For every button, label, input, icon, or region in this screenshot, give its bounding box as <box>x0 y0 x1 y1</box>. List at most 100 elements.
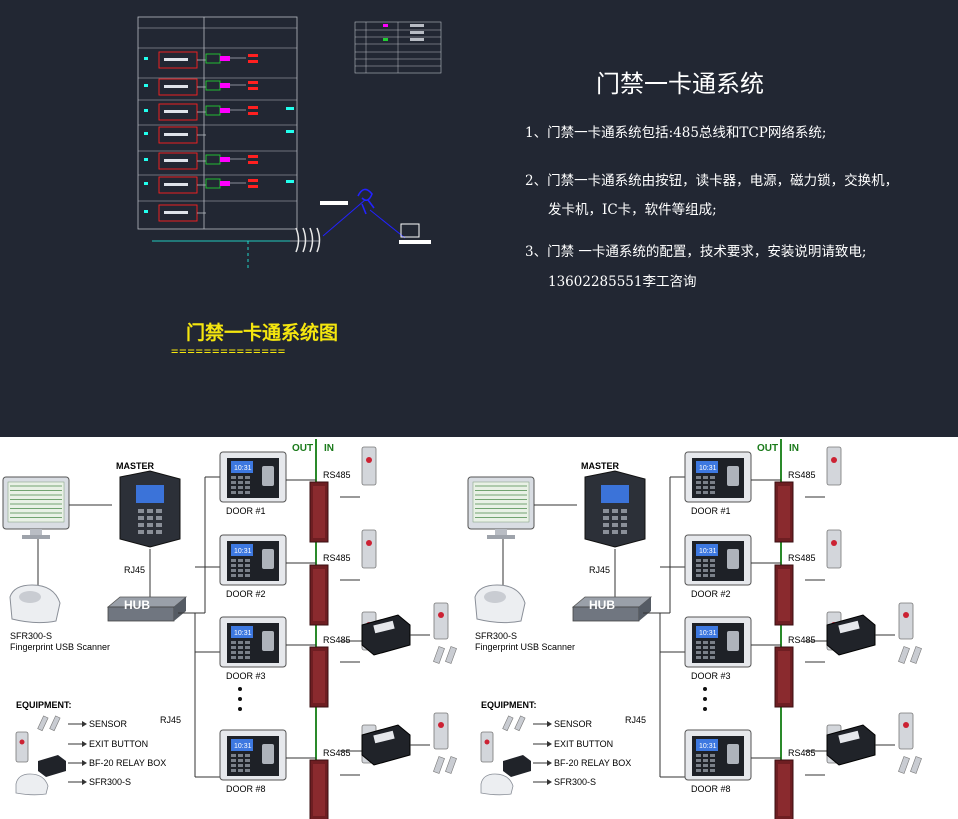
door-keypad-key <box>710 641 715 644</box>
door-keypad-key <box>703 564 708 567</box>
lock-block <box>248 81 258 84</box>
door-leaf-panel <box>313 486 325 538</box>
door-label: DOOR #2 <box>226 589 266 599</box>
door-keypad-key <box>703 764 708 767</box>
rs485-label: RS485 <box>788 635 816 645</box>
door-keypad-key <box>703 486 708 489</box>
legend-arrow-head <box>547 721 552 727</box>
equipment-item-label: BF-20 RELAY BOX <box>89 758 166 768</box>
door-keypad-key <box>231 564 236 567</box>
door-keypad-key <box>245 574 250 577</box>
door-terminal-screen <box>231 461 253 473</box>
door-keypad-key <box>238 764 243 767</box>
door-label: DOOR #3 <box>226 671 266 681</box>
legend-arrow-head <box>547 760 552 766</box>
door-keypad-key <box>696 486 701 489</box>
rj45-label-bottom: RJ45 <box>160 715 181 725</box>
master-label: MASTER <box>581 461 620 471</box>
door-keypad-key <box>710 656 715 659</box>
door-terminal: 10:31 <box>684 729 752 781</box>
network-wire <box>369 209 406 239</box>
door-leaf-panel <box>778 569 790 621</box>
door-screen-time: 10:31 <box>699 465 717 472</box>
door-keypad-key <box>231 641 236 644</box>
door-screen-time: 10:31 <box>699 630 717 637</box>
door-terminal-screen <box>696 461 718 473</box>
reader-block <box>220 157 230 162</box>
schematic-bus <box>152 188 431 268</box>
legend-swatch <box>383 24 388 27</box>
cabinet-frame <box>137 16 298 230</box>
door-keypad-key <box>710 769 715 772</box>
bus-in-label: IN <box>789 443 799 454</box>
controller-body <box>164 159 188 162</box>
terminal-marker <box>144 84 148 87</box>
legend-arrow-head <box>82 779 87 785</box>
scanner-model-label: SFR300-S <box>475 631 517 641</box>
door-keypad-key <box>696 481 701 484</box>
door-keypad-key <box>231 569 236 572</box>
relay-block <box>205 154 221 165</box>
door-keypad-key <box>710 646 715 649</box>
door-keypad-key <box>696 764 701 767</box>
door-keypad-key <box>696 754 701 757</box>
fingerprint-sensor <box>262 466 274 486</box>
door-keypad-key <box>231 476 236 479</box>
door-screen-time: 10:31 <box>699 743 717 750</box>
scanner-description-label: Fingerprint USB Scanner <box>475 642 575 652</box>
door-label: DOOR #3 <box>691 671 731 681</box>
terminal-marker <box>144 132 148 135</box>
door-keypad-key <box>245 764 250 767</box>
legend-arrow-head <box>82 741 87 747</box>
schematic-cabinet <box>137 16 298 230</box>
legend-text-line <box>410 31 424 34</box>
exit-button-icon <box>361 529 377 569</box>
door-keypad-key <box>231 486 236 489</box>
controller-body <box>164 58 188 61</box>
door-keypad-key <box>238 769 243 772</box>
door-keypad-key <box>703 759 708 762</box>
door-terminal-screen <box>231 739 253 751</box>
door-keypad-key <box>703 641 708 644</box>
reader-block <box>220 56 230 61</box>
door-keypad-key <box>710 764 715 767</box>
door-keypad-key <box>238 656 243 659</box>
door-keypad-key <box>696 656 701 659</box>
door-leaf-panel <box>778 651 790 703</box>
network-hub-icon <box>571 596 653 622</box>
sensor-icon <box>37 715 61 732</box>
cad-schematic-drawing <box>137 16 442 268</box>
sensor-icon <box>502 715 526 732</box>
door-sensor-icon <box>898 756 922 774</box>
door-keypad-key <box>703 646 708 649</box>
legend-table <box>354 21 442 74</box>
door-terminal: 10:31 <box>219 616 287 668</box>
info-line-3-cont: 13602285551李工咨询 <box>548 274 697 290</box>
door-leaf-panel <box>313 651 325 703</box>
controller-body <box>164 110 188 113</box>
fingerprint-sensor <box>262 631 274 651</box>
door-keypad-key <box>696 564 701 567</box>
reader-block <box>220 83 230 88</box>
lock-block <box>248 161 258 164</box>
door-keypad-key <box>696 491 701 494</box>
equipment-title: EQUIPMENT: <box>481 700 537 710</box>
equipment-item-label: SFR300-S <box>89 777 131 787</box>
door-terminal-screen <box>231 626 253 638</box>
exit-button-icon <box>826 446 842 486</box>
lock-block <box>248 60 258 63</box>
door-keypad-key <box>231 769 236 772</box>
pc-monitor-icon <box>2 476 70 539</box>
lock-block <box>248 106 258 109</box>
door-keypad-key <box>231 759 236 762</box>
relay-block <box>205 80 221 91</box>
door-keypad-key <box>245 641 250 644</box>
system-title: 门禁一卡通系统 <box>596 70 764 98</box>
door-keypad-key <box>710 574 715 577</box>
door-keypad-key <box>245 481 250 484</box>
bus-out-label: OUT <box>757 443 778 454</box>
door-keypad-key <box>245 759 250 762</box>
door-keypad-key <box>710 759 715 762</box>
